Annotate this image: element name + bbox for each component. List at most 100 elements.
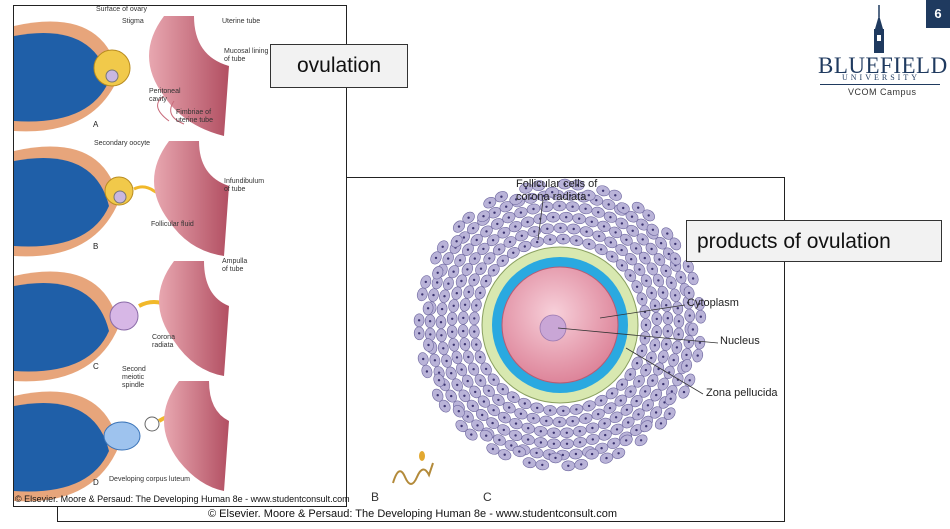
corona-cell-nucleus: [482, 215, 485, 218]
corona-cell-nucleus: [493, 211, 496, 214]
corona-cell-nucleus: [502, 428, 505, 432]
corona-cell-nucleus: [488, 201, 491, 204]
corona-cell-nucleus: [491, 447, 495, 451]
corona-cell-nucleus: [659, 242, 663, 245]
corona-cell-nucleus: [658, 258, 661, 261]
corona-cell-nucleus: [450, 372, 453, 375]
corona-cell-nucleus: [492, 269, 495, 272]
corona-cell-nucleus: [644, 390, 647, 393]
corona-cell-nucleus: [696, 354, 699, 357]
corona-cell-nucleus: [523, 245, 526, 248]
corona-cell-nucleus: [599, 248, 603, 251]
corona-cell-nucleus: [666, 232, 669, 235]
corona-cell-nucleus: [637, 206, 640, 209]
corona-cell-nucleus: [466, 268, 469, 271]
logo-subword: UNIVERSITY: [842, 73, 920, 82]
corona-cell-nucleus: [503, 416, 506, 419]
corona-cell-nucleus: [685, 353, 688, 357]
corona-cell-nucleus: [456, 383, 459, 387]
corona-cell-nucleus: [436, 281, 439, 284]
corona-cell-nucleus: [466, 248, 470, 251]
corona-cell-nucleus: [460, 279, 463, 283]
corona-cell-nucleus: [650, 356, 653, 360]
corona-cell-nucleus: [604, 433, 607, 437]
label-mucosal-lining: Mucosal lining: [224, 48, 269, 55]
panel-d: [14, 381, 229, 502]
corona-cell-nucleus: [440, 334, 443, 337]
corona-cell-nucleus: [437, 379, 441, 382]
corona-cell-nucleus: [650, 291, 653, 295]
corona-cell-nucleus: [503, 453, 506, 456]
corona-cell-nucleus: [653, 344, 657, 347]
corona-cell-nucleus: [512, 396, 515, 399]
corona-cell-nucleus: [612, 442, 615, 445]
corona-cell-nucleus: [472, 278, 476, 282]
corona-cell-nucleus: [585, 230, 588, 233]
bell-tower-icon: [874, 5, 884, 53]
corona-cell-nucleus: [518, 450, 521, 453]
corona-cell-nucleus: [620, 248, 623, 252]
corona-cell-nucleus: [418, 332, 421, 335]
corona-cell-nucleus: [635, 285, 639, 288]
corona-cell-nucleus: [439, 321, 443, 324]
corona-cell-nucleus: [475, 238, 478, 242]
corona-cell-nucleus: [561, 453, 564, 457]
corona-cell-nucleus: [597, 235, 601, 238]
corona-cell-nucleus: [434, 256, 438, 260]
corona-cell-nucleus: [508, 406, 511, 409]
corona-cell-nucleus: [644, 368, 648, 372]
corona-cell-nucleus: [514, 434, 517, 437]
corona-cell-nucleus: [497, 398, 500, 402]
corona-cell-nucleus: [630, 258, 633, 261]
corona-cell-nucleus: [609, 216, 612, 219]
corona-cell-nucleus: [563, 182, 566, 186]
corona-cell-nucleus: [620, 264, 624, 267]
logo-campus: VCOM Campus: [848, 87, 917, 97]
corona-cell-nucleus: [655, 317, 658, 321]
corona-cell-nucleus: [523, 402, 526, 405]
corona-cell-nucleus: [587, 404, 591, 408]
corona-cell-nucleus: [562, 409, 565, 413]
corona-cell-nucleus: [455, 356, 459, 359]
corona-cell-nucleus: [651, 228, 655, 231]
sperm-shape: [392, 462, 434, 485]
corona-cell-nucleus: [447, 257, 450, 260]
corona-cell-nucleus: [424, 280, 427, 284]
corona-cell-nucleus: [646, 404, 650, 407]
corona-cell-nucleus: [644, 323, 648, 327]
ovulation-sequence-diagram: [14, 16, 229, 502]
corona-cell-nucleus: [637, 413, 640, 416]
corona-cell-nucleus: [558, 420, 561, 424]
corona-cell-nucleus: [425, 370, 429, 373]
corona-cell-nucleus: [659, 422, 663, 425]
products-figure-panel: Follicular cells of corona radiata Cytop…: [57, 177, 785, 522]
corona-cell-nucleus: [655, 330, 658, 334]
corona-cell-nucleus: [535, 451, 538, 455]
corona-cell-nucleus: [590, 220, 593, 223]
corona-cell-nucleus: [492, 378, 495, 381]
label-radiata: radiata: [152, 342, 174, 349]
corona-cell-nucleus: [473, 257, 476, 260]
corona-cell-nucleus: [526, 438, 530, 441]
corona-cell-nucleus: [481, 413, 484, 417]
corona-cell-nucleus: [479, 355, 482, 359]
corona-cell-nucleus: [545, 419, 548, 423]
corona-cell-nucleus: [597, 211, 600, 214]
corona-cell-nucleus: [514, 225, 517, 228]
corona-cell-nucleus: [603, 422, 606, 425]
corona-cell-nucleus: [691, 328, 695, 331]
corona-cell-nucleus: [685, 364, 688, 367]
corona-cell-nucleus: [532, 417, 535, 420]
corona-radiata-cells: [413, 178, 707, 472]
corona-cell-nucleus: [467, 290, 470, 294]
label-nucleus: Nucleus: [720, 335, 760, 347]
corona-cell-nucleus: [666, 330, 669, 333]
label-of-tube-3: of tube: [222, 266, 244, 273]
corona-cell-nucleus: [578, 217, 581, 220]
corona-cell-nucleus: [510, 444, 513, 447]
corona-cell-nucleus: [463, 303, 467, 306]
corona-cell-nucleus: [545, 205, 548, 208]
corona-cell-nucleus: [653, 304, 657, 307]
oocyte-diagram: [392, 178, 719, 485]
corona-cell-nucleus: [641, 238, 644, 241]
